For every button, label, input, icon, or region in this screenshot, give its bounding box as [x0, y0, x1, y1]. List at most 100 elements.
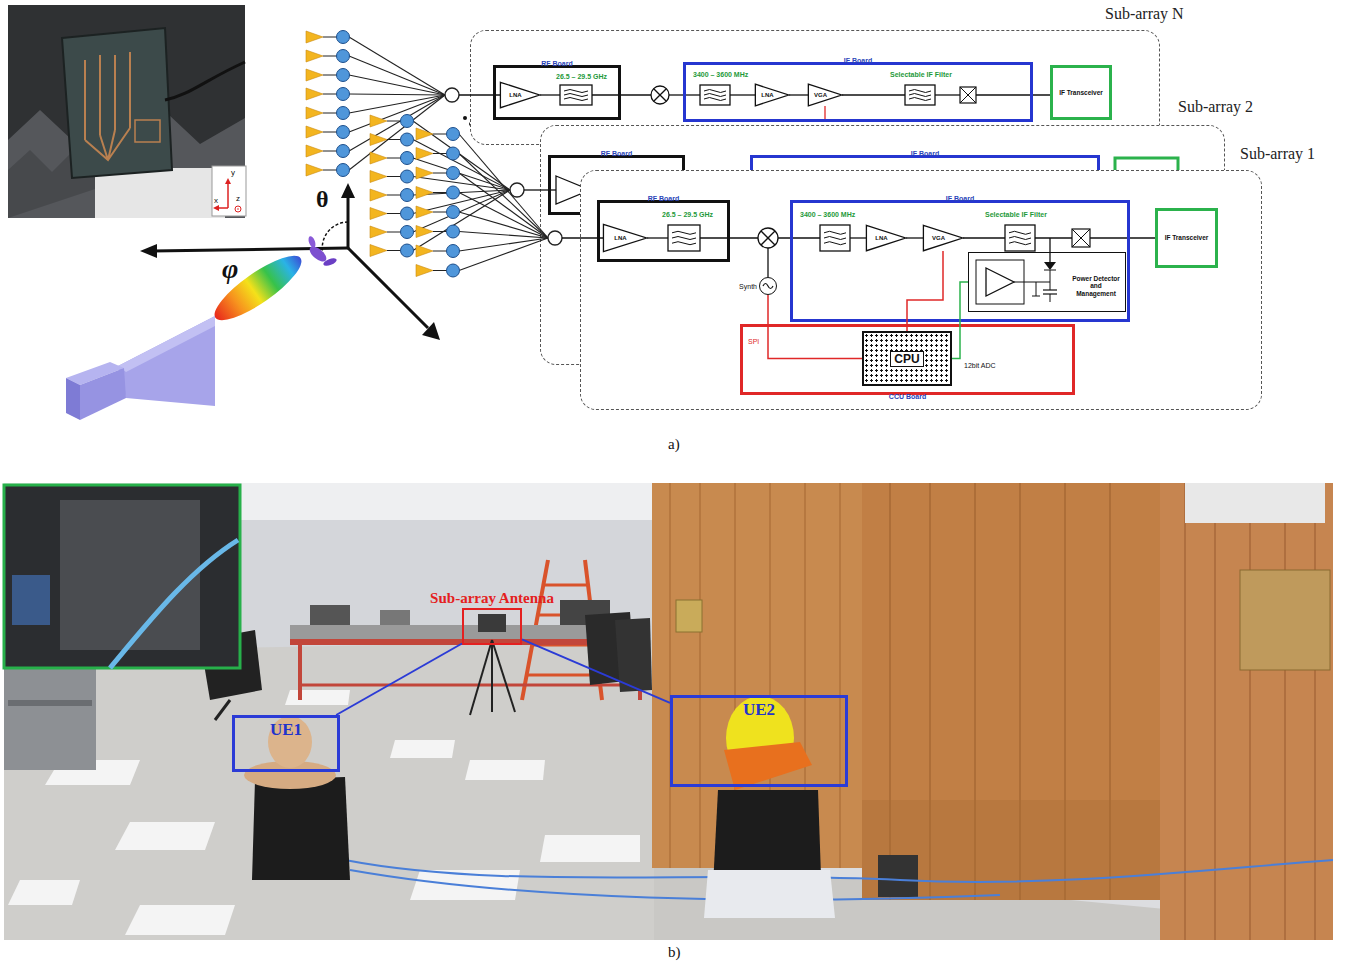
horn-antenna — [66, 316, 215, 420]
antenna-array — [413, 190, 510, 232]
circuit-wiring — [459, 238, 548, 271]
circuit-wiring — [416, 187, 433, 199]
circuit-wiring — [459, 134, 548, 238]
antenna-array — [401, 115, 414, 128]
antenna-photo-inset — [135, 120, 160, 142]
antenna-array — [323, 132, 337, 133]
circuit-wiring — [761, 231, 775, 245]
circuit-wiring — [1049, 238, 1050, 262]
connector — [952, 282, 968, 359]
circuit-wiring — [416, 265, 433, 277]
circuit-wiring — [447, 206, 460, 219]
antenna-array — [306, 164, 323, 176]
user-equipment-marker: UE2 — [670, 695, 848, 787]
circuit-wiring — [1036, 282, 1037, 296]
node-label: Sub-array Antenna — [430, 590, 554, 607]
lab-photo — [676, 600, 702, 632]
amplifier-symbol — [808, 84, 841, 106]
antenna-array — [387, 195, 401, 196]
lab-photo — [1240, 570, 1330, 670]
cpu-chip: CPU — [862, 331, 952, 386]
horn-antenna — [118, 316, 215, 372]
node-label: LNA — [614, 235, 626, 241]
antenna-array — [401, 189, 414, 202]
node-label: LNA — [509, 92, 521, 98]
circuit-wiring — [447, 225, 460, 238]
circuit-wiring — [433, 270, 447, 271]
synthesizer: Synth — [759, 277, 777, 295]
circuit-wiring — [1090, 237, 1155, 238]
text-label: Selectable IF Filter — [985, 211, 1047, 218]
circuit-wiring — [416, 148, 433, 160]
text-label: x — [214, 196, 218, 205]
node-label: Sub-array 1 — [1240, 145, 1315, 163]
antenna-photo-inset — [227, 182, 229, 208]
antenna-array — [306, 107, 323, 119]
circuit-wiring — [433, 192, 447, 193]
lab-photo — [544, 584, 588, 587]
antenna-array — [413, 190, 510, 195]
antenna-array — [401, 207, 414, 220]
circuit-wiring — [459, 238, 548, 251]
circuit-wiring — [564, 94, 588, 97]
lab-photo — [60, 500, 200, 650]
coordinate-axes — [341, 183, 355, 198]
antenna-array — [306, 31, 323, 43]
circuit-wiring — [459, 212, 548, 238]
antenna-array — [337, 88, 350, 101]
circuit-wiring — [564, 98, 588, 101]
coordinate-axes — [140, 183, 440, 340]
circuit-wiring — [761, 231, 775, 245]
text-label: 26.5 – 29.5 GHz — [556, 73, 607, 80]
circuit-wiring — [960, 87, 976, 103]
text-label: 3400 – 3600 MHz — [693, 71, 748, 78]
text-label: y — [231, 168, 235, 177]
node-label: IF Board — [946, 195, 974, 202]
amplifier-symbol — [923, 225, 962, 250]
antenna-array — [413, 140, 510, 191]
amplifier: VGA — [923, 225, 963, 251]
circuit-wiring — [416, 206, 433, 218]
circuit-wiring — [909, 90, 931, 93]
lab-photo — [478, 614, 506, 632]
circuit-wiring — [647, 237, 668, 238]
sub-array-frame: Sub-array 1RF BoardLNAIF BoardLNAVGAPowe… — [580, 170, 1262, 410]
circuit-wiring — [704, 94, 726, 97]
circuit-wiring — [905, 85, 935, 105]
circuit-wiring — [654, 89, 667, 102]
lab-photo — [345, 860, 1333, 882]
coordinate-axes — [348, 248, 428, 328]
circuit-wiring — [1009, 231, 1031, 234]
radiation-beam — [207, 246, 309, 330]
node-label: RF Board — [541, 60, 573, 67]
circuit-wiring — [548, 231, 562, 245]
antenna-array — [387, 158, 401, 159]
antenna-array — [349, 56, 445, 95]
node-label: IF Board — [844, 57, 872, 64]
amplifier-symbol — [603, 224, 646, 251]
antenna-array — [323, 151, 337, 152]
antenna-array — [337, 31, 350, 44]
antenna-array — [349, 37, 445, 95]
node-label: Sub-array 2 — [1178, 98, 1253, 116]
circuit-wiring — [1043, 293, 1057, 294]
antenna-photo-inset — [165, 62, 245, 100]
lab-photo — [4, 640, 654, 940]
lab-photo — [215, 700, 230, 720]
circuit-wiring — [447, 167, 460, 180]
lab-photo — [390, 740, 455, 758]
antenna-photo-inset — [62, 28, 172, 178]
lab-photo — [4, 483, 1333, 940]
circuit-wiring — [672, 242, 696, 245]
antenna-array — [337, 164, 350, 177]
antenna-array — [387, 232, 401, 233]
antenna-array — [323, 113, 337, 114]
amplifier: LNA — [500, 82, 540, 108]
circuit-wiring — [824, 242, 846, 245]
lab-photo — [350, 870, 1000, 900]
circuit-wiring — [960, 87, 976, 103]
circuit-wiring — [447, 128, 460, 141]
ellipsis-dots — [463, 116, 467, 120]
circuit-wiring — [976, 260, 1024, 304]
